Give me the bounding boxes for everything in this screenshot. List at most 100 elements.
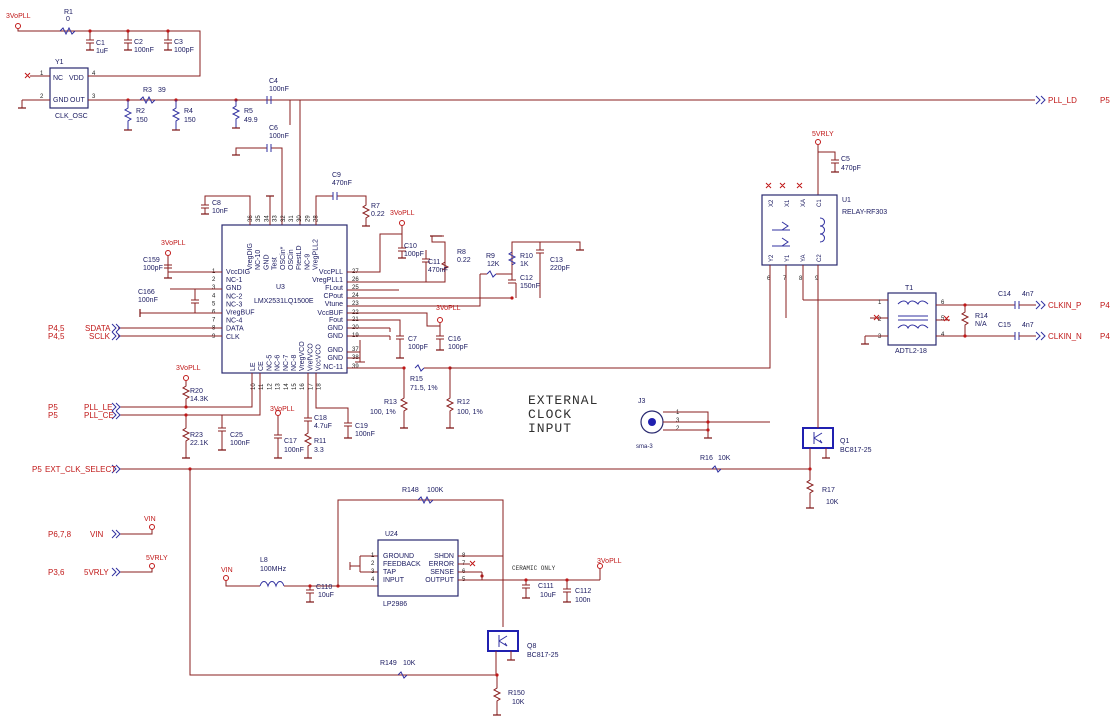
resistor-r10 <box>507 251 517 266</box>
u3-pin-name: NC-9 <box>304 254 311 270</box>
u1-pin-name: XA <box>801 199 807 207</box>
r10-value: 1K <box>520 261 529 268</box>
u3-pin-number: 30 <box>297 215 303 222</box>
r8-ref: R8 <box>457 249 466 256</box>
q1-part: BC817-25 <box>840 447 872 454</box>
u3-pin-number: 25 <box>352 285 359 291</box>
c14-ref: C14 <box>998 291 1011 298</box>
u3-pin-name: NC-11 <box>323 364 343 371</box>
t1-pin-number: 3 <box>878 334 882 340</box>
u3-pin-number: 33 <box>273 215 279 222</box>
t1-ref: T1 <box>905 285 913 292</box>
u24-pin-number: 1 <box>371 553 375 559</box>
power-rail-3v <box>399 220 405 226</box>
u3-pin-name: DATA <box>226 326 244 333</box>
svg-text:5VRLY: 5VRLY <box>146 555 168 562</box>
net-clkin-n-page: P4 <box>1100 332 1110 341</box>
capacitor-c4 <box>266 96 272 104</box>
u3-top-pins: VregDIG36NC-1035GND34Test33OSCin*32OSCin… <box>247 215 320 270</box>
c1-value: 1uF <box>96 48 108 55</box>
r148-ref: R148 <box>402 487 419 494</box>
net-pll-le-page: P5 <box>48 403 58 412</box>
r3-ref: R3 <box>143 87 152 94</box>
c159-ref: C159 <box>143 257 160 264</box>
c13-ref: C13 <box>550 257 563 264</box>
r23-ref: R23 <box>190 432 203 439</box>
net-pll-ld: PLL_LD <box>1048 96 1077 105</box>
caption-line-3: INPUT <box>528 421 572 436</box>
u3-pin-name: VccBUF <box>317 310 343 317</box>
offpage-connector <box>111 529 121 539</box>
j3-pins: 132 <box>676 410 680 432</box>
r16-value: 10K <box>718 455 731 462</box>
caption-line-1: EXTERNAL <box>528 393 598 408</box>
u3-part: LMX2531LQ1500E <box>254 298 314 305</box>
transformer-windings <box>897 300 929 330</box>
u3-ref: U3 <box>276 284 285 291</box>
net-5vrly-page: P3,6 <box>48 568 65 577</box>
r15-value: 71.5, 1% <box>410 385 438 392</box>
net-sclk: SCLK <box>89 332 111 341</box>
u3-pin-name: NC-3 <box>226 301 242 308</box>
u3-pin-name: Vtune <box>325 301 343 308</box>
c5-value: 470pF <box>841 165 861 172</box>
offpage-connector <box>111 323 121 341</box>
q1-section: Q1 BC817-25 R16 10K R17 10K EXT_CLK_SELE… <box>32 420 872 509</box>
u3-pin-number: 4 <box>212 293 216 299</box>
q1-ref: Q1 <box>840 438 849 445</box>
u3-pin-name: VregVCO <box>299 341 306 371</box>
u1-pin-number: 7 <box>783 276 787 282</box>
r8-value: 0.22 <box>457 257 471 264</box>
u3-pin-name: NC-5 <box>266 355 273 371</box>
rail-label: 3VoPLL <box>6 13 31 20</box>
c111-ref: C111 <box>538 583 554 590</box>
u1-pin-name: YA <box>801 254 807 262</box>
offpage-connector <box>1035 95 1046 105</box>
power-rail-3v <box>437 317 443 323</box>
u3-pin-number: 35 <box>256 215 262 222</box>
c10-ref: C10 <box>404 243 417 250</box>
r150-value: 10K <box>512 699 525 706</box>
u3-pin-number: 11 <box>259 383 265 390</box>
u3-pin-name: NC-2 <box>226 293 242 300</box>
svg-text:OUT: OUT <box>70 97 86 104</box>
u3-pin-number: 13 <box>276 383 282 390</box>
u3-pin-name: NC-10 <box>255 250 262 270</box>
c110-ref: C110 <box>316 584 332 591</box>
rail-5v-label: 5VRLY <box>812 131 834 138</box>
r13-value: 100, 1% <box>370 409 396 416</box>
c166-value: 100nF <box>138 297 158 304</box>
net-ext-clk-page: P5 <box>32 465 42 474</box>
c110-value: 10uF <box>318 592 334 599</box>
power-rail-3v <box>15 23 21 29</box>
transistor-q1 <box>802 427 834 449</box>
power-rail-vin <box>149 524 155 530</box>
u3-pin-name: NC-4 <box>226 318 242 325</box>
u24-pin-number: 4 <box>371 577 375 583</box>
u1-pin-number: 8 <box>799 276 803 282</box>
power-rail-5v <box>149 563 155 569</box>
c17-value: 100nF <box>284 447 304 454</box>
u3-pin-name: CPout <box>324 293 344 300</box>
u3-pin-name: VccPLL <box>319 269 343 276</box>
u3-pin-number: 37 <box>352 347 359 353</box>
svg-text:3VoPLL: 3VoPLL <box>436 305 461 312</box>
u3-pin-name: FtestLD <box>296 245 303 270</box>
u3-section: U3 LMX2531LQ1500E VccDIG1NC-12GND3NC-24N… <box>48 172 771 459</box>
net-sclk-page: P4,5 <box>48 332 65 341</box>
power-rail-3v <box>275 410 281 416</box>
power-rail-vin <box>223 575 229 581</box>
c16-ref: C16 <box>448 336 461 343</box>
relay-contacts <box>772 217 825 247</box>
net-pll-ce: PLL_CE <box>84 411 114 420</box>
u24-pin-name: ERROR <box>429 561 454 568</box>
net-vin-page: P6,7,8 <box>48 530 72 539</box>
u3-pin-name: FLout <box>325 285 343 292</box>
u3-pin-number: 14 <box>284 383 290 390</box>
q8-ref: Q8 <box>527 643 536 650</box>
u3-pin-name: GND <box>226 285 242 292</box>
u24-pin-name: TAP <box>383 569 396 576</box>
u3-pin-name: VregBUF <box>226 310 255 317</box>
ic-u3 <box>221 224 348 374</box>
